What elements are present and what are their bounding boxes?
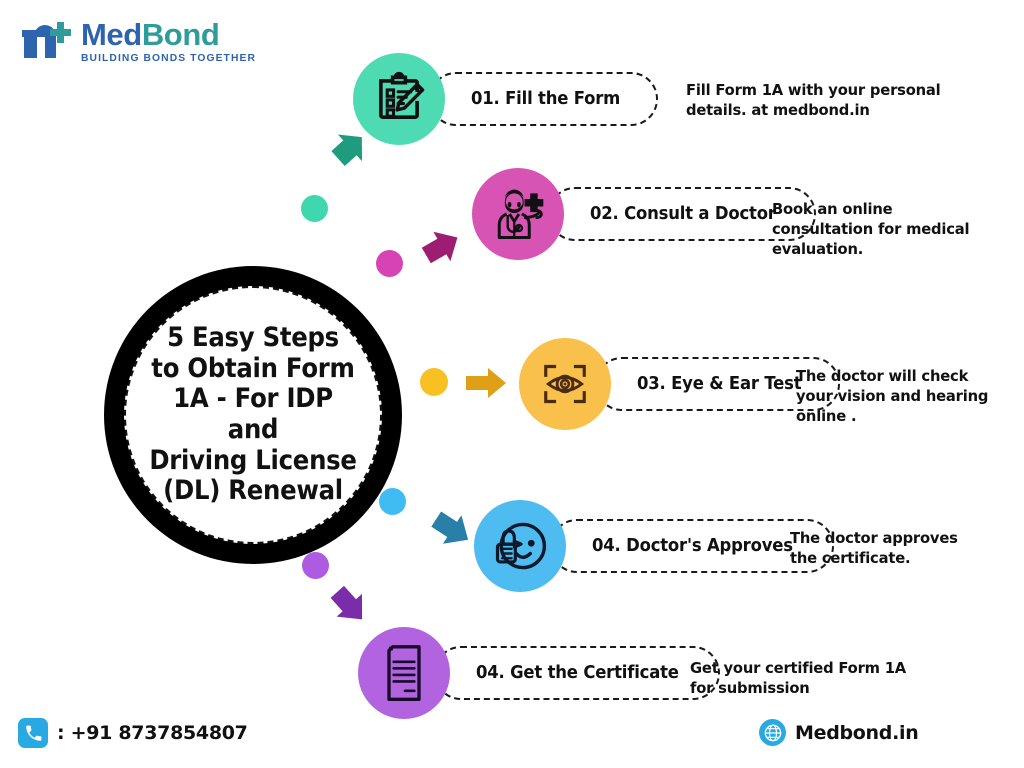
step-1-label-pill[interactable]: 01. Fill the Form xyxy=(429,72,658,126)
brand-logo: MedBond BUILDING BONDS TOGETHER xyxy=(18,16,256,66)
step-2-icon-circle xyxy=(472,168,564,260)
accent-dot-step-4 xyxy=(379,488,406,515)
accent-dot-step-1 xyxy=(301,195,328,222)
step-5-label: 04. Get the Certificate xyxy=(476,663,679,683)
brand-name-bond: Bond xyxy=(141,16,220,52)
step-1[interactable]: 01. Fill the Form xyxy=(353,53,658,145)
step-4-icon-circle xyxy=(474,500,566,592)
footer-phone[interactable]: : +91 8737854807 xyxy=(18,718,248,748)
step-2[interactable]: 02. Consult a Doctor xyxy=(472,168,816,260)
arrow-to-step-2 xyxy=(416,222,466,272)
website-url: Medbond.in xyxy=(795,721,919,744)
step-1-description: Fill Form 1A with your personal details.… xyxy=(686,81,941,119)
doctor-icon xyxy=(497,189,544,239)
brand-text: MedBond BUILDING BONDS TOGETHER xyxy=(81,19,256,64)
phone-icon xyxy=(18,718,48,748)
winking-face-thumbs-up-icon xyxy=(495,522,547,570)
step-5-description: Get your certified Form 1A for submissio… xyxy=(690,659,907,697)
page-title: 5 Easy Steps to Obtain Form 1A - For IDP… xyxy=(149,321,357,507)
step-1-icon-circle xyxy=(353,53,445,145)
footer-website[interactable]: Medbond.in xyxy=(759,719,919,746)
clipboard-pencil-icon xyxy=(379,71,425,119)
step-5-label-pill[interactable]: 04. Get the Certificate xyxy=(434,646,720,700)
step-4[interactable]: 04. Doctor's Approves xyxy=(474,500,834,592)
step-2-label: 02. Consult a Doctor xyxy=(590,204,776,224)
step-1-label: 01. Fill the Form xyxy=(471,89,621,109)
step-3-label-pill[interactable]: 03. Eye & Ear Test xyxy=(595,357,840,411)
step-5[interactable]: 04. Get the Certificate xyxy=(358,627,720,719)
accent-dot-step-5 xyxy=(302,552,329,579)
step-3[interactable]: 03. Eye & Ear Test xyxy=(519,338,840,430)
center-hub: 5 Easy Steps to Obtain Form 1A - For IDP… xyxy=(104,266,402,564)
step-3-label: 03. Eye & Ear Test xyxy=(637,374,802,394)
eye-scan-icon xyxy=(544,364,586,404)
globe-icon xyxy=(759,719,786,746)
arrow-to-step-5 xyxy=(325,580,375,632)
arrow-to-step-4 xyxy=(427,505,479,555)
step-2-label-pill[interactable]: 02. Consult a Doctor xyxy=(548,187,816,241)
brand-name: MedBond xyxy=(81,19,256,50)
phone-number: : +91 8737854807 xyxy=(57,722,248,744)
brand-tagline: BUILDING BONDS TOGETHER xyxy=(81,52,256,64)
center-hub-inner-ring: 5 Easy Steps to Obtain Form 1A - For IDP… xyxy=(124,286,382,544)
arrow-to-step-3 xyxy=(462,363,510,403)
accent-dot-step-3 xyxy=(420,368,448,396)
step-4-label: 04. Doctor's Approves xyxy=(592,536,793,556)
step-5-icon-circle xyxy=(358,627,450,719)
certificate-document-icon xyxy=(387,645,421,701)
medbond-m-plus-logo-icon xyxy=(22,22,71,58)
brand-name-med: Med xyxy=(81,16,142,52)
step-3-description: The doctor will check your vision and he… xyxy=(796,367,989,425)
accent-dot-step-2 xyxy=(376,250,403,277)
step-4-label-pill[interactable]: 04. Doctor's Approves xyxy=(550,519,834,573)
arrow-to-step-1 xyxy=(327,129,375,181)
step-3-icon-circle xyxy=(519,338,611,430)
